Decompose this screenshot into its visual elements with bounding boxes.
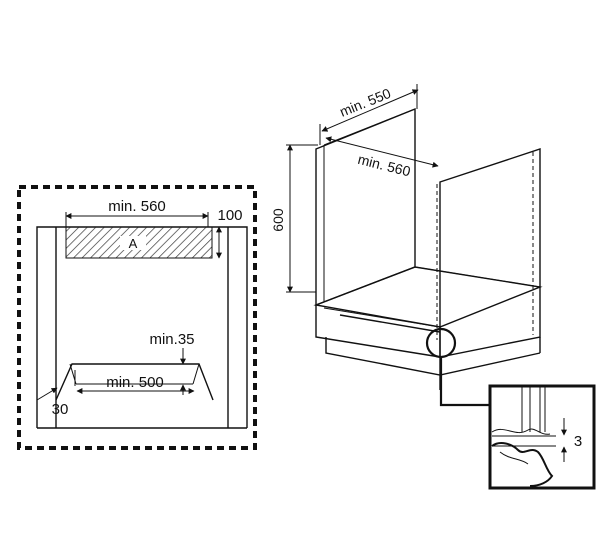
- dashed-border-frame: [17, 185, 257, 450]
- depth-label: min. 550: [337, 85, 393, 120]
- width-dimension-line: [325, 136, 439, 168]
- panel-a-label-bg: [120, 236, 146, 250]
- width-label: min. 560: [108, 198, 166, 215]
- side-arrow: [36, 387, 58, 401]
- floor-opening: [55, 363, 214, 401]
- right-side-panel: [439, 148, 541, 358]
- detail-surface-inner: [499, 451, 529, 465]
- width-label: min. 560: [356, 151, 412, 180]
- panel-edge: [323, 108, 416, 146]
- cabinet-floor: [313, 266, 543, 328]
- floor-line: [339, 314, 441, 333]
- left-side-panel: [315, 107, 416, 307]
- detail-view: 3: [488, 384, 596, 490]
- floor-line: [192, 363, 200, 385]
- depth-label: min.35: [149, 331, 194, 348]
- detail-box: [488, 384, 596, 490]
- plinth-base: [325, 337, 541, 376]
- floor-line: [323, 307, 441, 328]
- detail-surface-top: [491, 428, 551, 435]
- panel-a-label: A: [129, 236, 138, 251]
- front-view: A min. 560 100 min.35 min. 500 30: [17, 185, 257, 450]
- detail-leader-line: [439, 357, 490, 407]
- side-label: 30: [52, 401, 69, 418]
- plinth-front: [315, 305, 441, 358]
- cabinet-view: min. 550 min. 560 600: [270, 84, 543, 407]
- height-label: 100: [217, 207, 242, 224]
- height-label: 600: [270, 208, 286, 232]
- bottom-label: min. 500: [106, 374, 164, 391]
- detail-callout-circle: [425, 327, 457, 359]
- depth-dimension-line: [321, 89, 419, 132]
- gap-label: 3: [574, 433, 582, 450]
